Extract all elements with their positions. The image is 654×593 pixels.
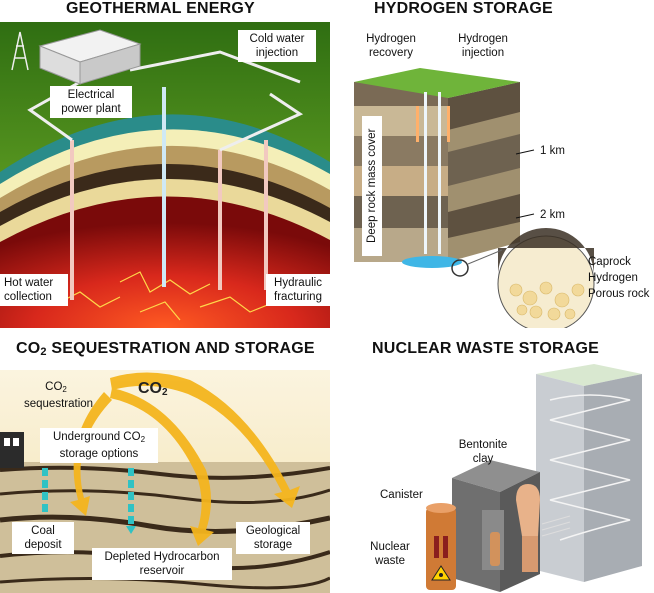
geothermal-title: GEOTHERMAL ENERGY (66, 0, 255, 17)
hydrogen-illustration (354, 68, 595, 328)
depth-2km-label: 2 km (540, 209, 565, 221)
canister-label: Canister (380, 489, 423, 501)
geothermal-illustration (0, 22, 330, 328)
underground-storage-options-label: Underground CO2 storage options (40, 428, 158, 463)
deep-rock-label: Deep rock mass cover (362, 116, 382, 256)
depth-1km-label: 1 km (540, 145, 565, 157)
hydrogen-title: HYDROGEN STORAGE (374, 0, 553, 17)
co2-arrow-label: CO2 (138, 380, 168, 398)
nuclear-title: NUCLEAR WASTE STORAGE (372, 340, 600, 357)
co2-panel: CO2 sequestration CO2 Underground CO2 st… (0, 370, 330, 593)
nuclear-illustration (426, 364, 642, 592)
co2-sequestration-label: CO2 sequestration (24, 381, 94, 410)
co2-title: CO2 SEQUESTRATION AND STORAGE (16, 340, 315, 358)
